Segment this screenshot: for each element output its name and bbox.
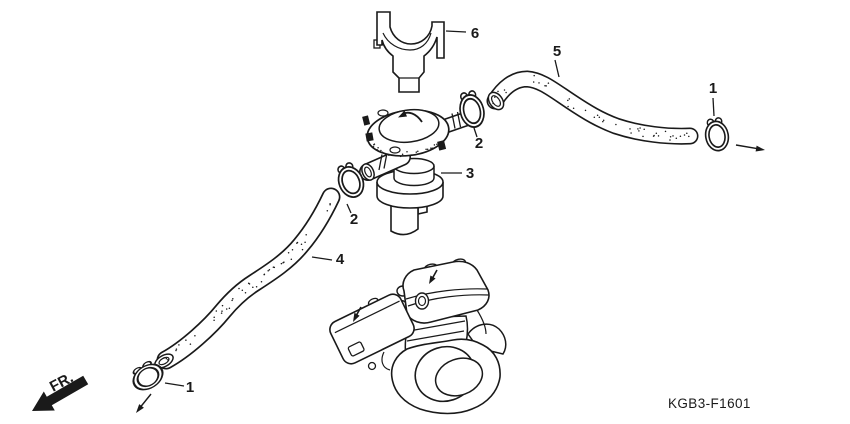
front-arrow-icon bbox=[32, 375, 89, 411]
leader-lines bbox=[164, 30, 715, 387]
callout-3: 3 bbox=[466, 165, 474, 182]
valve-dome bbox=[378, 108, 440, 144]
pointer-arrow-clamp-bottom-left bbox=[136, 393, 152, 413]
callout-2-right: 2 bbox=[475, 135, 483, 152]
leader-line-5 bbox=[554, 59, 560, 78]
valve-left-port bbox=[359, 148, 411, 181]
leader-line-2-left bbox=[346, 203, 352, 214]
pointer-arrow-valve-cover bbox=[353, 306, 362, 322]
leader-line-1-top bbox=[712, 97, 715, 117]
callout-1-bottom-left: 1 bbox=[186, 379, 194, 396]
engine bbox=[329, 258, 507, 415]
air-injection-valve-3 bbox=[359, 108, 474, 236]
pointer-arrow-clamp-top-right bbox=[735, 144, 765, 152]
leader-line-4 bbox=[311, 256, 333, 261]
cylinder-head bbox=[402, 260, 490, 324]
callout-1-top-right: 1 bbox=[709, 80, 717, 97]
bracket-part-6 bbox=[373, 11, 445, 93]
pointer-arrow-valve-dome bbox=[398, 110, 423, 123]
air-hose-5 bbox=[486, 70, 699, 145]
intake-port bbox=[414, 292, 430, 310]
stipple-dots bbox=[492, 74, 690, 141]
callout-2-left: 2 bbox=[350, 211, 358, 228]
valve-cover bbox=[329, 293, 415, 365]
leader-line-6 bbox=[445, 30, 467, 33]
front-direction-indicator: FR. bbox=[32, 369, 89, 411]
air-hose-4 bbox=[154, 187, 341, 370]
stipple-dots bbox=[163, 203, 331, 361]
diagram-code: KGB3-F1601 bbox=[668, 396, 751, 411]
pointer-arrow-head bbox=[429, 269, 438, 284]
callout-5: 5 bbox=[553, 43, 561, 60]
leader-line-2-right bbox=[473, 127, 478, 138]
callout-4: 4 bbox=[336, 251, 345, 268]
callout-6: 6 bbox=[471, 25, 479, 42]
leader-line-1-bottom bbox=[164, 382, 185, 387]
clamp-1-top-right bbox=[701, 115, 732, 154]
stipple-dots bbox=[372, 142, 442, 158]
